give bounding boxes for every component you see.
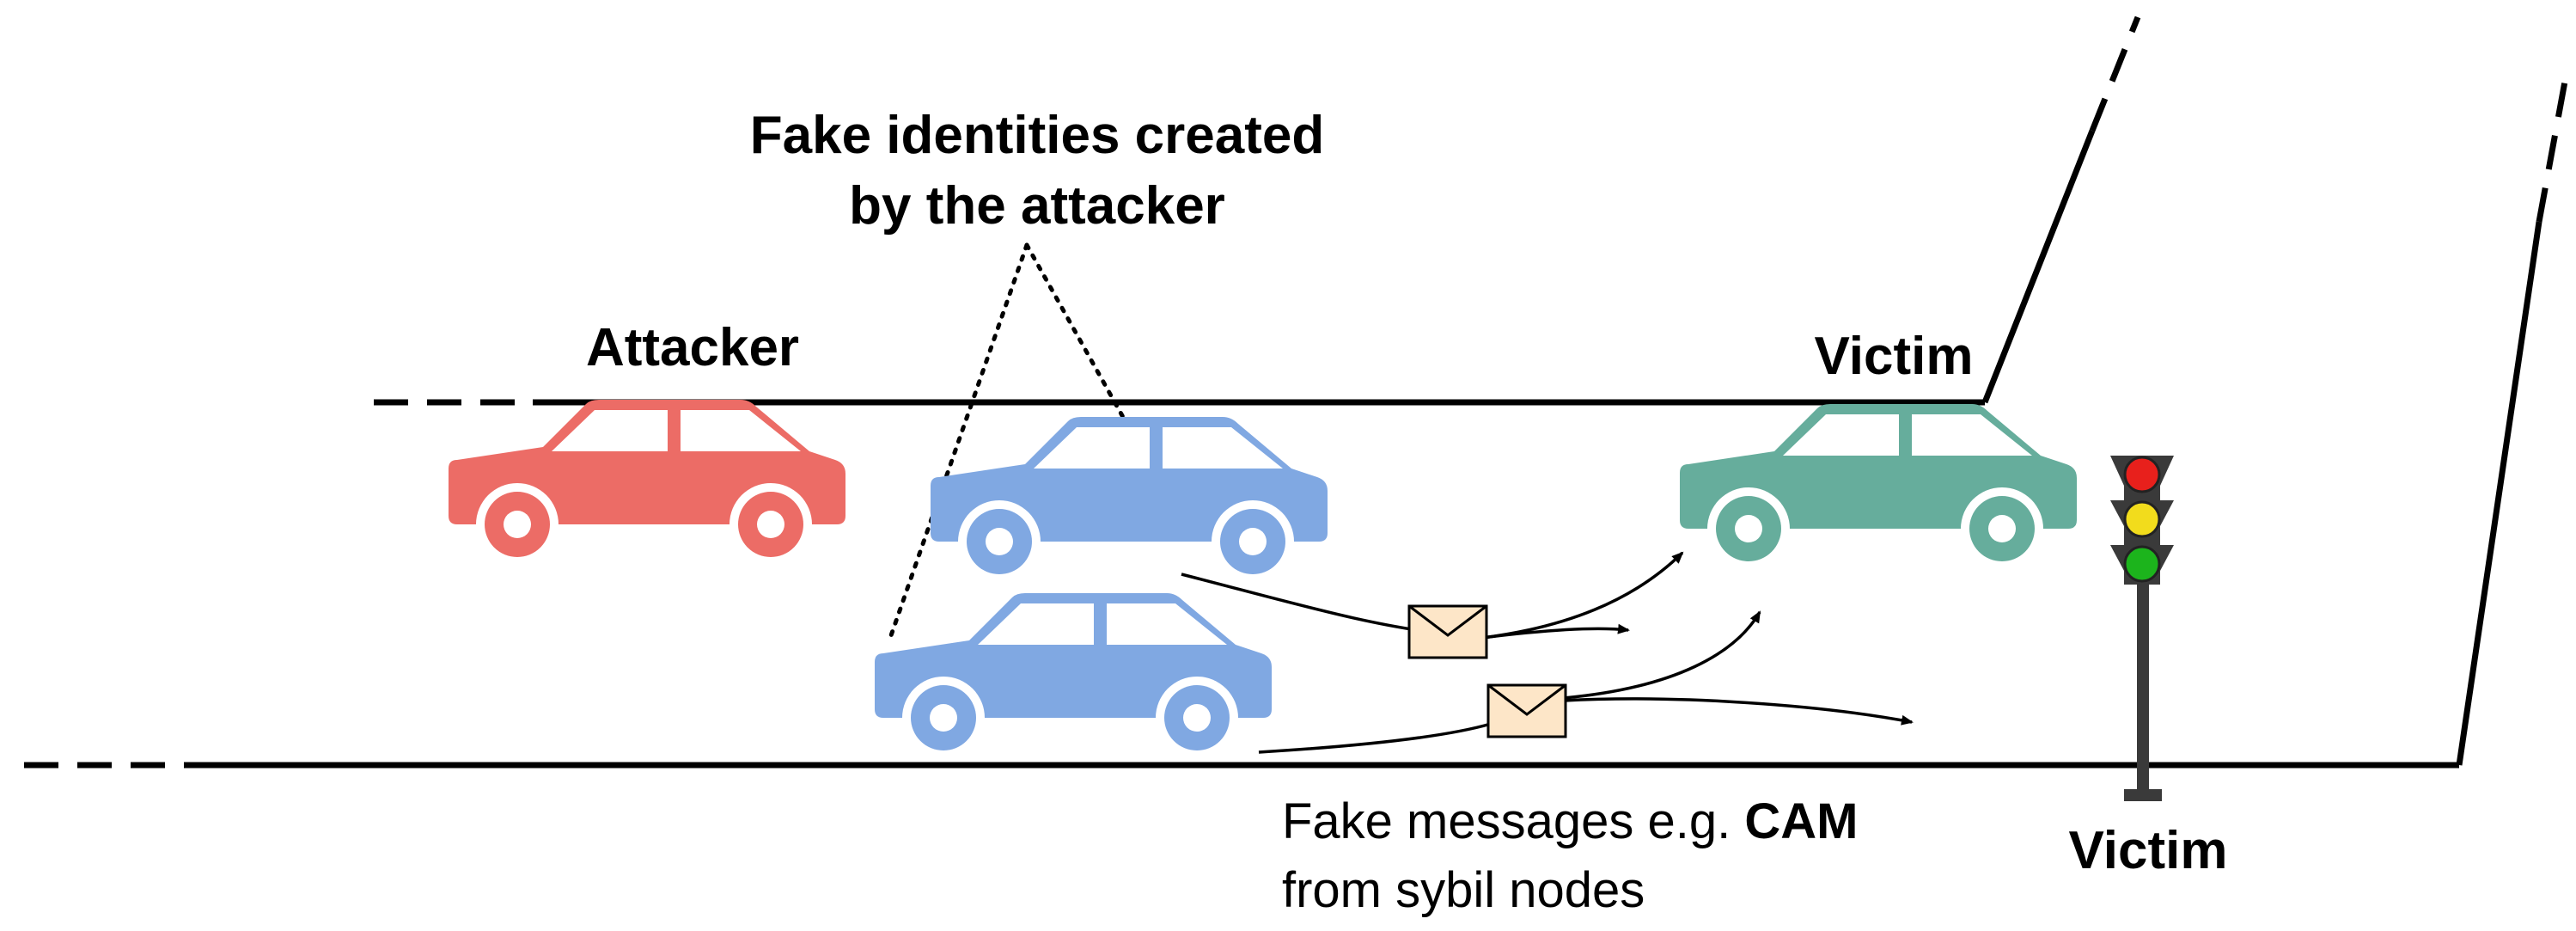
- envelope-icon: [1407, 604, 1488, 659]
- fake-messages-label-line1: Fake messages e.g. CAM: [1282, 793, 1858, 849]
- sybil-car-2-icon: [875, 593, 1272, 759]
- fake-identities-label-line1: Fake identities created: [750, 106, 1325, 165]
- road-far-edge-dashes: [2536, 81, 2568, 223]
- road-far-edge: [2456, 221, 2542, 766]
- red-light: [2123, 456, 2161, 493]
- sybil-indicator-lines: [887, 242, 1126, 643]
- yellow-light: [2123, 500, 2161, 538]
- envelope-icon: [1486, 683, 1567, 738]
- fake-identities-label-line2: by the attacker: [849, 176, 1225, 236]
- victim-car-icon: [1680, 404, 2077, 570]
- green-light: [2123, 545, 2161, 583]
- road: [24, 15, 2568, 769]
- traffic-light-icon: [2110, 456, 2174, 801]
- fake-messages-cam: CAM: [1744, 793, 1858, 849]
- message-arrows: [1181, 551, 1914, 754]
- fake-messages-label-line2: from sybil nodes: [1282, 862, 1645, 918]
- road-near-edge-dashes: [2089, 15, 2141, 132]
- road-near-edge: [1981, 129, 2096, 404]
- victim-light-label: Victim: [2069, 821, 2228, 880]
- fake-messages-prefix: Fake messages e.g.: [1282, 793, 1744, 849]
- victim-car-label: Victim: [1815, 327, 1974, 386]
- attacker-label: Attacker: [586, 318, 799, 377]
- sybil-car-1-icon: [931, 417, 1328, 583]
- attacker-car-icon: [449, 400, 845, 566]
